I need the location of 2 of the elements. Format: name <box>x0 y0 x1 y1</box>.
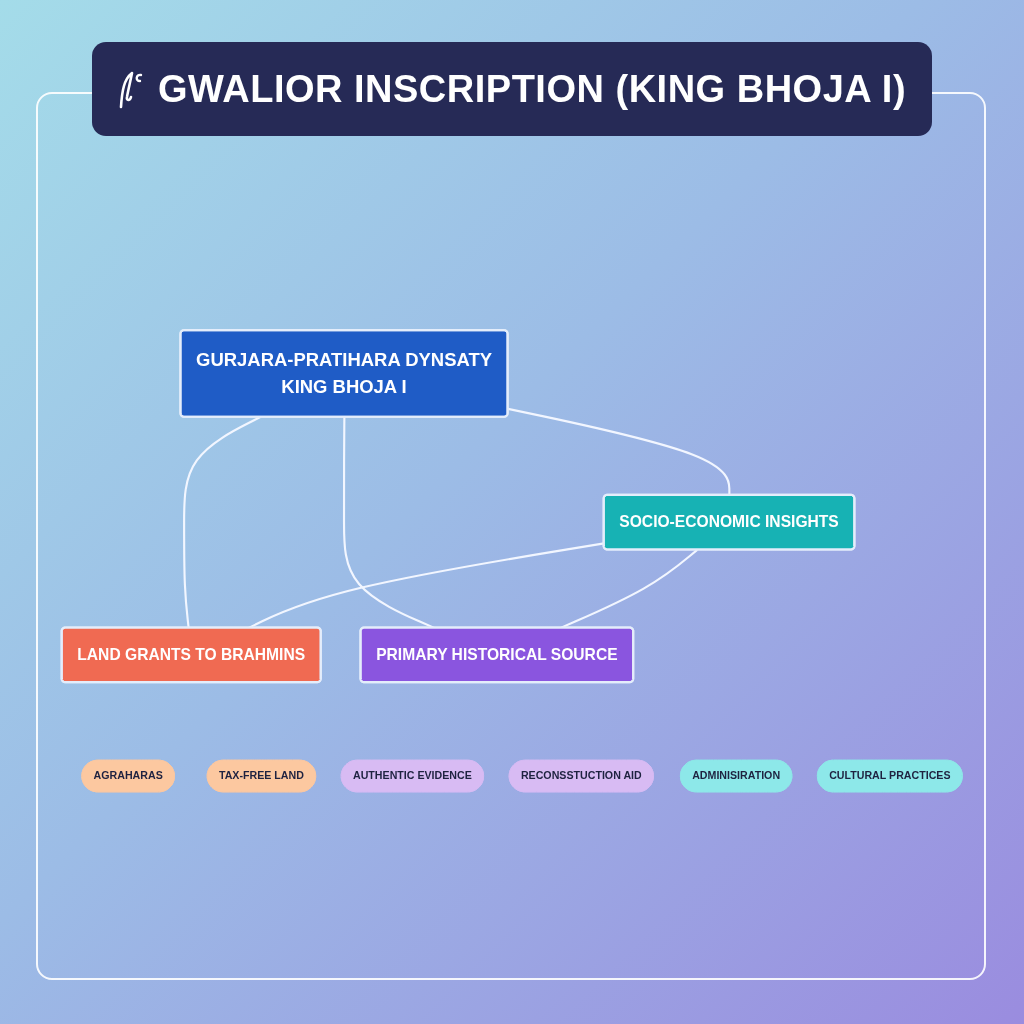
title: GWALIOR INSCRIPTION (KING BHOJA I) <box>157 67 907 111</box>
connector <box>183 416 261 628</box>
